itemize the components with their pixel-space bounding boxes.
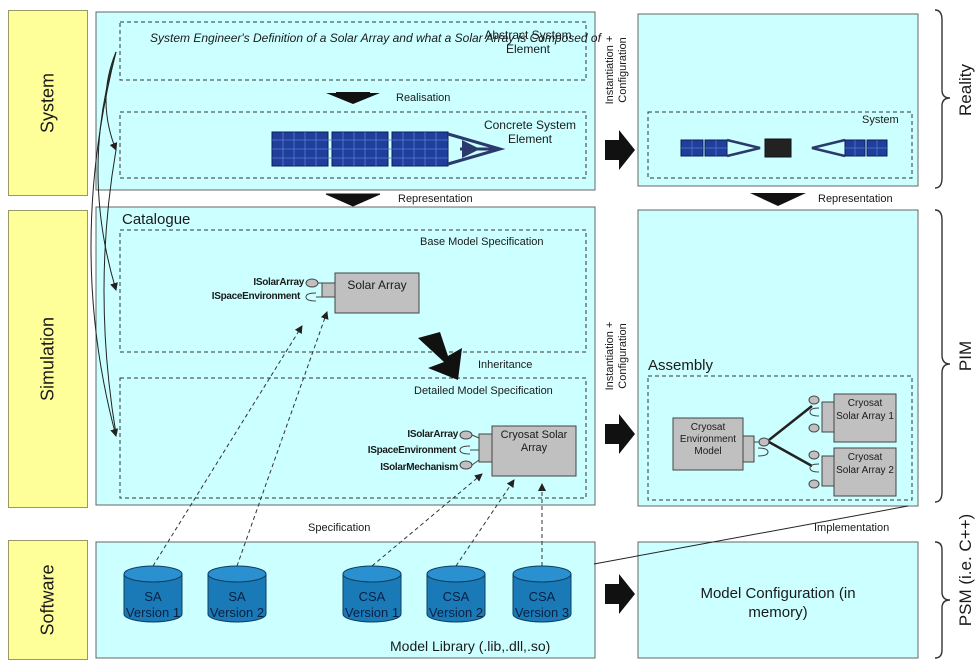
abstract-description: System Engineer's Definition of a Solar …	[150, 31, 601, 45]
instantiation-arrow-mid	[605, 414, 635, 454]
curved-arrow-concrete-link	[103, 149, 117, 435]
lib-item-1-name: SA	[144, 589, 162, 604]
representation-arrow-right	[750, 193, 806, 206]
lib-item-1-version: Version 1	[125, 605, 181, 620]
assembly-title: Assembly	[648, 357, 714, 374]
concrete-element-label: Concrete System Element	[483, 118, 577, 146]
lib-item-4-version: Version 2	[428, 605, 484, 620]
lib-item-3-name: CSA	[358, 589, 386, 604]
instantiation-label-mid: Instantiation + Configuration	[604, 321, 629, 391]
lib-item-3-version: Version 1	[344, 605, 400, 620]
solar-array-concrete	[271, 131, 506, 167]
base-iface-solar-array: ISolarArray	[253, 277, 304, 288]
base-spec-label: Base Model Specification	[420, 236, 544, 248]
layer-system: System	[8, 10, 88, 196]
solar-array-block	[334, 272, 420, 314]
catalogue-title: Catalogue	[122, 211, 191, 228]
detailed-iface-solar-array: ISolarArray	[407, 429, 458, 440]
lib-item-2-name: SA	[228, 589, 246, 604]
reality-system-label: System	[862, 114, 899, 126]
instantiation-label-top: Instantiation + Configuration	[604, 35, 629, 105]
curved-arrow-abstract-to-detailed	[90, 51, 119, 437]
lib-item-5-name: CSA	[528, 589, 556, 604]
reality-system-box	[647, 111, 913, 179]
cryosat-array1-block	[833, 393, 897, 443]
instantiation-arrow-bottom	[605, 574, 635, 614]
brace-reality	[934, 9, 951, 189]
reality-label: Reality	[956, 64, 975, 116]
detailed-spec-box	[119, 377, 587, 499]
implementation-label: Implementation	[814, 522, 890, 534]
layer-software: Software	[8, 540, 88, 660]
representation-left-label: Representation	[398, 193, 473, 205]
lib-item-2-version: Version 2	[209, 605, 265, 620]
lib-item-4-name: CSA	[442, 589, 470, 604]
psm-label: PSM (i.e. C++)	[956, 513, 975, 627]
instantiation-arrow-top	[605, 130, 635, 170]
specification-label: Specification	[308, 522, 371, 534]
layer-simulation: Simulation	[8, 210, 88, 508]
curved-arrow-abstract-to-base	[97, 51, 118, 291]
model-configuration-label: Model Configuration (in memory)	[700, 585, 856, 621]
abstract-element-label: Abstract System Element	[484, 28, 572, 56]
cryosat-solar-array-block	[491, 425, 577, 477]
assembly-box	[647, 375, 913, 501]
model-library-label: Model Library (.lib,.dll,.so)	[390, 638, 551, 654]
solar-array-reality	[680, 138, 888, 158]
representation-arrow-left	[325, 193, 381, 207]
cryosat-array1-label: Cryosat Solar Array 1	[836, 398, 894, 422]
detailed-iface-space-environment: ISpaceEnvironment	[367, 445, 457, 456]
cryosat-array2-label: Cryosat Solar Array 2	[836, 452, 894, 476]
concrete-box	[119, 111, 587, 179]
reality-panel	[637, 13, 919, 187]
pim-label: PIM	[956, 340, 975, 372]
detailed-iface-solar-mechanism: ISolarMechanism	[380, 462, 458, 473]
base-iface-space-environment: ISpaceEnvironment	[211, 291, 301, 302]
representation-right-label: Representation	[818, 193, 893, 205]
abstract-box	[119, 21, 587, 81]
config-panel	[637, 541, 919, 659]
library-cylinders	[123, 565, 572, 623]
realisation-arrow	[326, 92, 380, 104]
lib-item-5-version: Version 3	[514, 605, 570, 620]
realisation-label: Realisation	[396, 92, 451, 104]
detailed-spec-label: Detailed Model Specification	[414, 385, 553, 397]
cryosat-environment-label: Cryosat Environment Model	[679, 422, 737, 457]
cryosat-array2-block	[833, 447, 897, 497]
brace-pim	[934, 209, 951, 503]
implementation-line	[593, 505, 909, 565]
cryosat-environment-block	[672, 417, 744, 471]
cryosat-solar-array-label: Cryosat Solar Array	[500, 429, 568, 454]
inheritance-arrow	[418, 332, 462, 380]
base-spec-box	[119, 229, 587, 353]
curved-arrow-abstract-to-concrete	[105, 51, 118, 151]
inheritance-label: Inheritance	[478, 359, 533, 371]
brace-psm	[934, 541, 951, 659]
solar-array-block-label: Solar Array	[347, 278, 407, 292]
